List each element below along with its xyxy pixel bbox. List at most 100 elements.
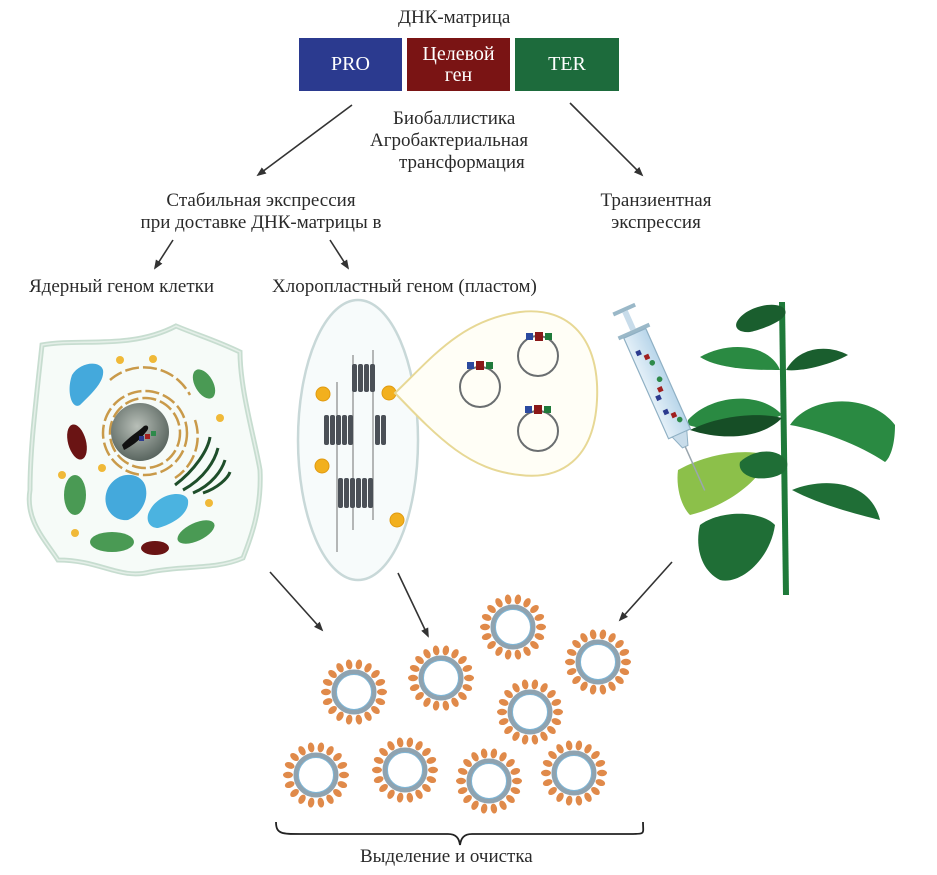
vlp-spike: [497, 708, 507, 716]
vlp-spike: [553, 708, 563, 716]
arrow-cell-to-vlp: [269, 571, 324, 632]
vlp-spike: [480, 803, 488, 814]
vlp-spike: [290, 752, 299, 762]
vlp-spike: [307, 797, 315, 808]
vlp-spike: [551, 698, 562, 706]
plastid-dots: [314, 385, 405, 528]
green-organelle: [192, 369, 216, 399]
vlp-spike: [371, 705, 380, 715]
vlp-spike: [498, 718, 509, 726]
vlp-spike: [456, 777, 466, 785]
vlp-spike: [471, 800, 479, 810]
vlp-spike: [423, 649, 431, 659]
vlp-spike: [506, 758, 515, 768]
vlp-spike: [337, 781, 348, 789]
vlp-spike: [328, 705, 337, 715]
vlp-spike: [415, 789, 423, 799]
vlp-shell: [466, 758, 512, 804]
vlp-spike: [326, 746, 334, 756]
vlp-spike: [534, 633, 545, 641]
arrows: [153, 102, 673, 638]
vlp-spike: [442, 645, 450, 656]
vlp-spike: [595, 759, 606, 767]
arrow-chloroplast-to-vlp: [397, 572, 429, 638]
virus-like-particles: [283, 594, 631, 814]
vlp-spike: [298, 794, 306, 804]
vlp-spike: [608, 681, 616, 691]
vlp-spike: [548, 750, 557, 760]
vlp-spike: [432, 645, 440, 656]
leaf: [698, 513, 775, 581]
vlp-spike: [371, 669, 380, 679]
vlp-spike: [580, 681, 588, 691]
vlp-spike: [339, 771, 349, 779]
syringe-needle: [684, 446, 706, 491]
vlp-spike: [575, 795, 583, 806]
method-transformation: трансформация: [399, 152, 525, 173]
chloroplast-membrane: [296, 298, 420, 582]
syringe: [612, 302, 706, 491]
endoplasmic-reticulum: [101, 366, 199, 480]
vlp-spike: [619, 668, 630, 676]
vlp-particle: [497, 679, 563, 745]
vlp-spike: [464, 674, 474, 682]
chloroplast: [296, 298, 599, 582]
vlp-spike: [408, 674, 418, 682]
green-organelle: [90, 532, 134, 552]
vlp-shell: [507, 689, 553, 735]
vlp-spike: [521, 679, 529, 690]
vlp-spike: [510, 767, 521, 775]
vlp-spike: [530, 640, 539, 650]
vlp-spike: [615, 639, 624, 649]
vlp-spike: [597, 769, 607, 777]
vlp-spike: [615, 675, 624, 685]
vlp-spike: [451, 649, 459, 659]
vlp-shell: [418, 655, 464, 701]
vlp-spike: [498, 698, 509, 706]
vlp-spike: [458, 655, 467, 665]
vlp-spike: [406, 737, 414, 748]
vlp-spike: [364, 711, 372, 721]
vlp-spike: [504, 594, 512, 605]
terminator-block: TER: [515, 38, 619, 91]
arrow-to-transient: [569, 102, 644, 177]
leaf: [739, 451, 788, 479]
vlp-spike: [589, 629, 597, 640]
vlp-spike: [495, 646, 503, 656]
dna-matrix-title: ДНК-матрица: [398, 7, 511, 28]
leaf: [786, 348, 848, 371]
vlp-spike: [551, 718, 562, 726]
vlp-spike: [575, 740, 583, 751]
vlp-spike: [565, 740, 573, 751]
vlp-spike: [490, 748, 498, 759]
target-gene-block: Целевой ген: [407, 38, 510, 91]
dna-construct-gene: [145, 434, 150, 439]
vlp-spike: [283, 771, 293, 779]
vlp-spike: [547, 725, 556, 735]
plastome-inserts: [467, 332, 552, 414]
vlp-particle: [456, 748, 522, 814]
vlp-spike: [428, 766, 438, 774]
vlp-spike: [307, 742, 315, 753]
vlp-spike: [572, 639, 581, 649]
vlp-spike: [536, 623, 546, 631]
vlp-spike: [387, 789, 395, 799]
vlp-spike: [375, 698, 386, 706]
plant: [612, 301, 895, 596]
arrow-plant-to-vlp: [618, 561, 673, 622]
vlp-spike: [584, 792, 592, 802]
method-biolistics: Биобаллистика: [393, 108, 516, 129]
vlp-spike: [512, 777, 522, 785]
vlp-spike: [328, 669, 337, 679]
vlp-spike: [379, 747, 388, 757]
vlp-spike: [523, 646, 531, 656]
vlp-particle: [283, 742, 349, 808]
vlp-spike: [499, 800, 507, 810]
vlp-spike: [426, 776, 437, 784]
vlp-spike: [457, 787, 468, 795]
vlp-shell: [551, 750, 597, 796]
vlp-spike: [451, 697, 459, 707]
stable-expression-line1: Стабильная экспрессия: [166, 190, 356, 211]
arrow-to-nuclear: [153, 239, 174, 270]
vlp-spike: [326, 794, 334, 804]
